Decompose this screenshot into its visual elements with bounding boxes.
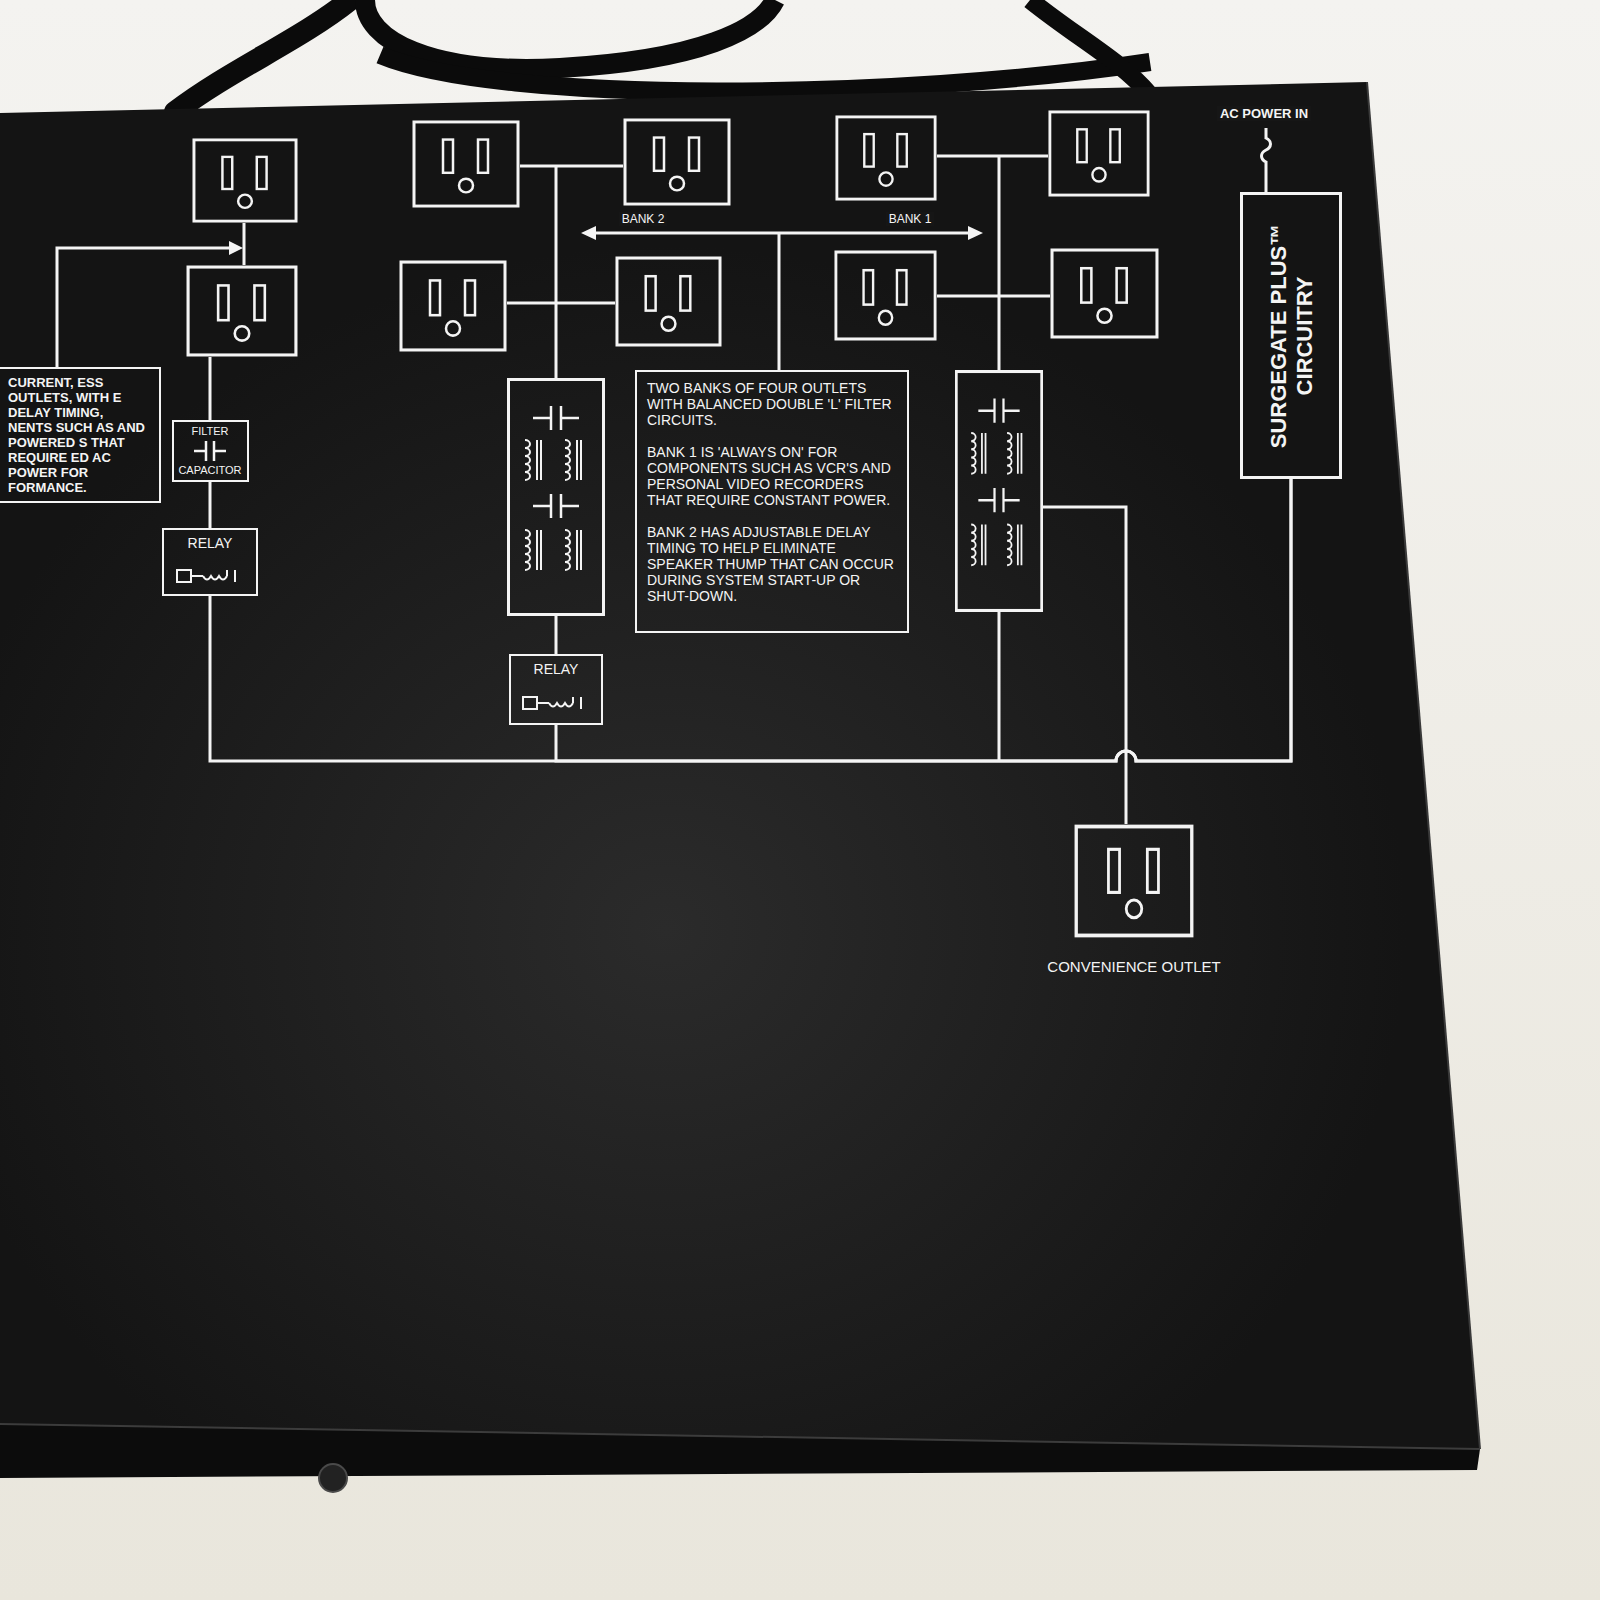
rotated-text-holder: SURGEGATE PLUS™ CIRCUITRY [1265, 202, 1317, 469]
chassis-edge [0, 1424, 1480, 1449]
chassis-front [0, 1424, 1480, 1478]
bank-label: BANK 1 [886, 212, 935, 226]
delay-knob [319, 1464, 347, 1492]
outlet-symbol [1050, 112, 1148, 195]
capacitor-symbol [194, 441, 226, 461]
relay-symbol [177, 570, 235, 582]
outlet-symbol [1076, 827, 1192, 936]
outlet-symbol [194, 140, 296, 221]
bank-arrow [594, 233, 970, 370]
bank-label: BANK 2 [619, 212, 668, 226]
node-text: CAPACITOR [178, 464, 243, 477]
ac-input-wire [1262, 128, 1271, 192]
outlet-symbol [188, 267, 296, 355]
input-label: AC POWER IN [1217, 106, 1311, 121]
filter-capacitor-box: FILTER CAPACITOR [172, 420, 249, 482]
outlet-symbol [836, 252, 935, 339]
arrowhead [229, 241, 243, 255]
power-cord [365, 0, 775, 69]
arrowhead [968, 226, 983, 240]
wire [210, 479, 1291, 761]
leader-arrow [57, 248, 230, 367]
filter-symbol [956, 372, 1041, 611]
wires [57, 128, 1271, 824]
outlet-symbol [617, 258, 720, 345]
wire [556, 479, 1291, 761]
wire [1043, 507, 1126, 824]
node-text: RELAY [515, 661, 597, 677]
filter-symbol [509, 380, 604, 615]
node-text: SURGEGATE PLUS™ CIRCUITRY [1265, 202, 1317, 469]
chassis-top [0, 82, 1480, 1449]
wire [507, 166, 623, 654]
node-text: CURRENT, ESS OUTLETS, WITH E DELAY TIMIN… [8, 375, 151, 495]
node-text: BANK 2 HAS ADJUSTABLE DELAY TIMING TO HE… [647, 524, 897, 604]
relay-box: RELAY [509, 654, 603, 725]
power-cord [175, 0, 350, 112]
arrowhead [581, 226, 596, 240]
node-text: BANK 1 IS 'ALWAYS ON' FOR COMPONENTS SUC… [647, 444, 897, 508]
outlet-symbol [401, 262, 505, 350]
outlet-symbol [414, 122, 518, 206]
wire [209, 482, 212, 528]
relay-box: RELAY [162, 528, 258, 596]
wire [209, 357, 212, 420]
node-text: TWO BANKS OF FOUR OUTLETS WITH BALANCED … [647, 380, 897, 428]
node-text: CONVENIENCE OUTLET [1037, 958, 1231, 976]
outlet-label-node: CONVENIENCE OUTLET [1033, 824, 1235, 984]
relay-symbol [523, 697, 581, 709]
chassis-edge [1367, 82, 1480, 1449]
power-cord [1030, 0, 1150, 95]
power-cord [380, 55, 1150, 92]
node-text: RELAY [168, 535, 252, 551]
outlet-symbol [625, 120, 729, 204]
wire [937, 156, 1050, 761]
surge-circuit-box: SURGEGATE PLUS™ CIRCUITRY [1240, 192, 1342, 479]
node-text: FILTER [178, 425, 243, 438]
outlet-symbol [837, 117, 935, 199]
outlet-symbol [1052, 250, 1157, 337]
wire [243, 223, 246, 265]
description-box: TWO BANKS OF FOUR OUTLETS WITH BALANCED … [635, 370, 909, 633]
note-box: CURRENT, ESS OUTLETS, WITH E DELAY TIMIN… [0, 367, 161, 503]
